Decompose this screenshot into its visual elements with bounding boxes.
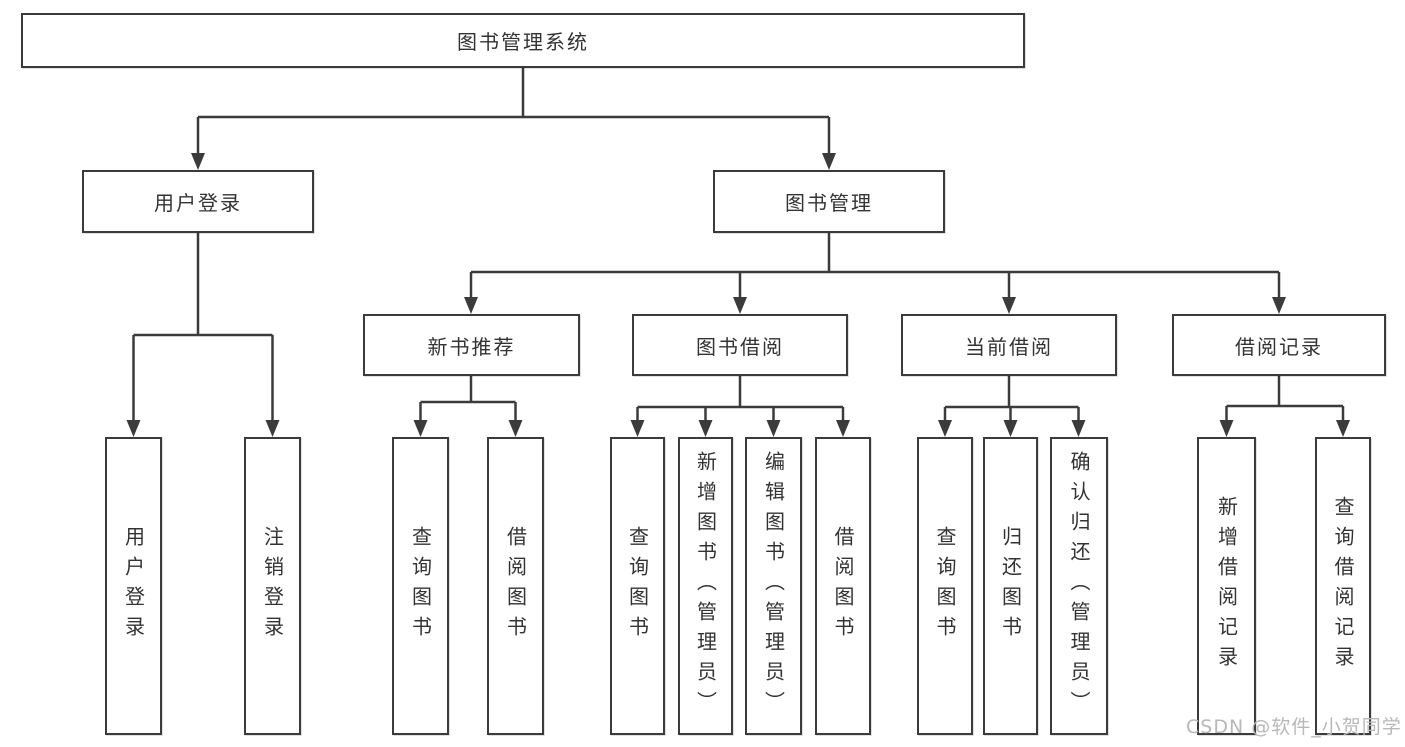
leaf-user-login: 用户登录: [105, 437, 162, 735]
leaf-label: 借阅图书: [831, 526, 855, 646]
leaf-label: 查询图书: [408, 526, 433, 646]
leaf-label: 新增借阅记录: [1214, 496, 1239, 676]
leaf-query-books-current: 查询图书: [917, 437, 973, 735]
node-current-borrow: 当前借阅: [901, 314, 1117, 376]
leaf-query-books-borrow: 查询图书: [610, 437, 665, 735]
leaf-label: 确认归还（管理员）: [1067, 451, 1091, 721]
leaf-label: 用户登录: [121, 526, 146, 646]
leaf-label: 归还图书: [998, 526, 1023, 646]
leaf-add-books-admin: 新增图书（管理员）: [678, 437, 733, 735]
leaf-label: 新增图书（管理员）: [693, 451, 718, 721]
leaf-label: 查询图书: [625, 526, 650, 646]
leaf-borrow-books: 借阅图书: [815, 437, 871, 735]
leaf-logout: 注销登录: [244, 437, 301, 735]
leaf-label: 查询借阅记录: [1331, 496, 1355, 676]
node-user-login: 用户登录: [82, 170, 314, 233]
leaf-label: 查询图书: [933, 526, 957, 646]
node-root-system: 图书管理系统: [21, 13, 1025, 68]
leaf-add-borrow-record: 新增借阅记录: [1197, 437, 1256, 735]
leaf-label: 编辑图书（管理员）: [761, 451, 786, 721]
leaf-label: 借阅图书: [503, 526, 528, 646]
leaf-edit-books-admin: 编辑图书（管理员）: [745, 437, 802, 735]
leaf-query-books-recommend: 查询图书: [392, 437, 449, 735]
leaf-return-books: 归还图书: [983, 437, 1038, 735]
leaf-borrow-books-recommend: 借阅图书: [487, 437, 544, 735]
node-borrow-records: 借阅记录: [1172, 314, 1386, 376]
csdn-watermark: CSDN @软件_小贺同学: [1186, 716, 1402, 738]
node-new-book-recommend: 新书推荐: [363, 314, 580, 376]
leaf-query-borrow-record: 查询借阅记录: [1315, 437, 1371, 735]
leaf-confirm-return-admin: 确认归还（管理员）: [1050, 437, 1108, 735]
node-book-borrow: 图书借阅: [632, 314, 848, 376]
node-book-management: 图书管理: [713, 170, 945, 233]
leaf-label: 注销登录: [260, 526, 285, 646]
